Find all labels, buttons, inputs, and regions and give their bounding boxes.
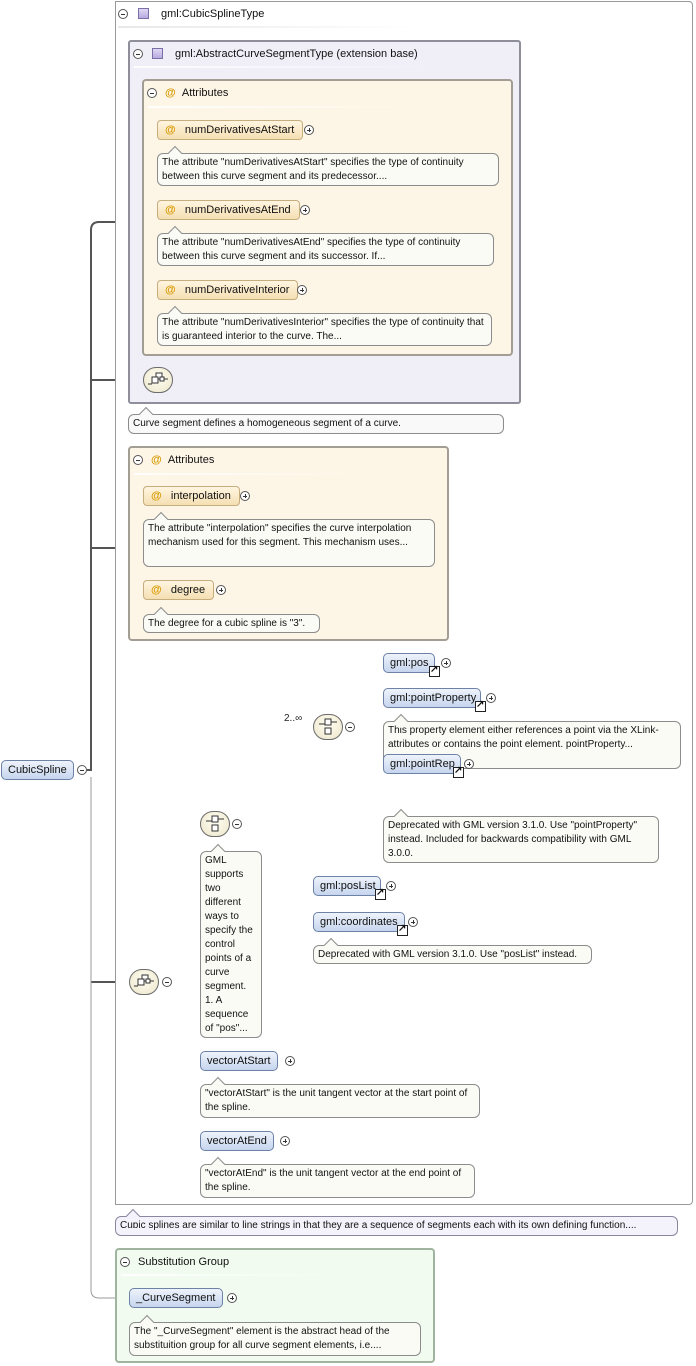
attribute-interpolation[interactable]: @ interpolation bbox=[143, 486, 240, 506]
attribute-at-icon: @ bbox=[165, 204, 176, 216]
doc-interpolation: The attribute "interpolation" specifies … bbox=[143, 519, 435, 567]
expand-interpolation-icon[interactable] bbox=[240, 491, 250, 501]
reference-arrow-icon bbox=[375, 887, 386, 900]
substitution-header-rule bbox=[121, 1274, 361, 1276]
sequence-icon bbox=[134, 974, 154, 987]
main-sequence-compositor[interactable] bbox=[129, 969, 159, 995]
expand-degree-icon[interactable] bbox=[216, 585, 226, 595]
attribute-numDerivativesAtStart[interactable]: @ numDerivativesAtStart bbox=[157, 120, 304, 140]
doc-complex-type: Cubic splines are similar to line string… bbox=[115, 1216, 678, 1236]
inner-sequence-compositor[interactable] bbox=[313, 714, 343, 740]
collapse-main-sequence-icon[interactable] bbox=[162, 977, 172, 987]
attribute-name: numDerivativeInterior bbox=[184, 284, 290, 296]
expand-numDerivativeInterior-icon[interactable] bbox=[297, 285, 307, 295]
attribute-at-icon: @ bbox=[165, 284, 176, 296]
collapse-local-attributes-icon[interactable] bbox=[133, 455, 143, 465]
attribute-at-icon: @ bbox=[151, 490, 162, 502]
complex-type-icon bbox=[138, 8, 149, 19]
collapse-inner-sequence-icon[interactable] bbox=[345, 722, 355, 732]
extension-sequence-compositor[interactable] bbox=[143, 367, 173, 393]
doc-_CurveSegment: The "_CurveSegment" element is the abstr… bbox=[129, 1322, 421, 1356]
expand-vectorAtStart-icon[interactable] bbox=[285, 1056, 295, 1066]
expand-gml-pointProperty-icon[interactable] bbox=[486, 693, 496, 703]
connector-root-ext bbox=[87, 221, 115, 771]
local-attributes-header: @ Attributes bbox=[151, 454, 214, 466]
attribute-at-icon: @ bbox=[151, 584, 162, 596]
element-gml-pointRep[interactable]: gml:pointRep bbox=[383, 754, 461, 774]
attribute-at-icon: @ bbox=[165, 124, 176, 136]
element-gml-posList[interactable]: gml:posList bbox=[313, 876, 381, 896]
expand-_CurveSegment-icon[interactable] bbox=[227, 1293, 237, 1303]
doc-vectorAtEnd: "vectorAtEnd" is the unit tangent vector… bbox=[200, 1164, 475, 1198]
extension-label: gml:AbstractCurveSegmentType (extension … bbox=[175, 48, 418, 60]
substitution-group-label: Substitution Group bbox=[138, 1256, 230, 1268]
attribute-degree[interactable]: @ degree bbox=[143, 580, 215, 600]
doc-choice: GML supports two different ways to speci… bbox=[200, 851, 262, 1038]
connector-root-subst bbox=[90, 777, 129, 1299]
element-gml-pointProperty[interactable]: gml:pointProperty bbox=[383, 688, 481, 708]
ext-attributes-rule bbox=[148, 106, 428, 108]
attribute-at-icon: @ bbox=[165, 87, 176, 99]
extension-type-icon bbox=[152, 48, 163, 59]
element-CubicSpline[interactable]: CubicSpline bbox=[1, 760, 74, 780]
attribute-name: numDerivativesAtEnd bbox=[184, 204, 291, 216]
sequence-icon bbox=[319, 718, 337, 735]
element-vectorAtStart[interactable]: vectorAtStart bbox=[200, 1051, 278, 1071]
attribute-numDerivativesAtEnd[interactable]: @ numDerivativesAtEnd bbox=[157, 200, 300, 220]
local-attributes-label: Attributes bbox=[167, 454, 215, 466]
collapse-extension-icon[interactable] bbox=[133, 49, 143, 59]
doc-vectorAtStart: "vectorAtStart" is the unit tangent vect… bbox=[200, 1084, 480, 1118]
collapse-substitution-icon[interactable] bbox=[120, 1257, 130, 1267]
element-vectorAtEnd[interactable]: vectorAtEnd bbox=[200, 1131, 274, 1151]
expand-gml-coordinates-icon[interactable] bbox=[408, 917, 418, 927]
doc-gml-coordinates: Deprecated with GML version 3.1.0. Use "… bbox=[313, 945, 592, 964]
expand-numDerivativesAtEnd-icon[interactable] bbox=[300, 205, 310, 215]
expand-gml-posList-icon[interactable] bbox=[386, 881, 396, 891]
doc-numDerivativesAtEnd: The attribute "numDerivativesAtEnd" spec… bbox=[157, 233, 494, 266]
complex-type-label: gml:CubicSplineType bbox=[161, 8, 265, 20]
element-gml-pos[interactable]: gml:pos bbox=[383, 653, 435, 673]
inner-sequence-multiplicity: 2..∞ bbox=[284, 713, 303, 724]
type-header-rule bbox=[118, 26, 418, 28]
expand-gml-pos-icon[interactable] bbox=[441, 658, 451, 668]
reference-arrow-icon bbox=[475, 699, 486, 712]
attribute-at-icon: @ bbox=[151, 454, 162, 466]
local-attributes-rule bbox=[134, 473, 374, 475]
doc-numDerivativesAtStart: The attribute "numDerivativesAtStart" sp… bbox=[157, 153, 499, 186]
collapse-ext-attributes-icon[interactable] bbox=[147, 88, 157, 98]
reference-arrow-icon bbox=[453, 765, 464, 778]
attribute-name: degree bbox=[170, 584, 206, 596]
element-_CurveSegment[interactable]: _CurveSegment bbox=[129, 1288, 223, 1308]
choice-icon bbox=[206, 815, 224, 832]
collapse-root-icon[interactable] bbox=[77, 765, 87, 775]
doc-extension: Curve segment defines a homogeneous segm… bbox=[128, 414, 504, 434]
extension-header-rule bbox=[134, 66, 434, 68]
attribute-numDerivativeInterior[interactable]: @ numDerivativeInterior bbox=[157, 280, 299, 300]
attribute-name: interpolation bbox=[170, 490, 231, 502]
reference-arrow-icon bbox=[397, 923, 408, 936]
expand-vectorAtEnd-icon[interactable] bbox=[280, 1136, 290, 1146]
doc-numDerivativeInterior: The attribute "numDerivativesInterior" s… bbox=[157, 313, 492, 346]
choice-compositor[interactable] bbox=[200, 811, 230, 837]
sequence-icon bbox=[148, 372, 168, 385]
ext-attributes-header: @ Attributes bbox=[165, 87, 228, 99]
expand-gml-pointRep-icon[interactable] bbox=[464, 759, 474, 769]
expand-numDerivativesAtStart-icon[interactable] bbox=[304, 125, 314, 135]
ext-attributes-label: Attributes bbox=[181, 87, 229, 99]
attribute-name: numDerivativesAtStart bbox=[184, 124, 295, 136]
collapse-choice-icon[interactable] bbox=[232, 819, 242, 829]
doc-gml-pointRep: Deprecated with GML version 3.1.0. Use "… bbox=[383, 816, 659, 863]
doc-degree: The degree for a cubic spline is "3". bbox=[143, 614, 320, 633]
reference-arrow-icon bbox=[429, 664, 440, 677]
element-gml-coordinates[interactable]: gml:coordinates bbox=[313, 912, 405, 932]
collapse-type-icon[interactable] bbox=[118, 9, 128, 19]
